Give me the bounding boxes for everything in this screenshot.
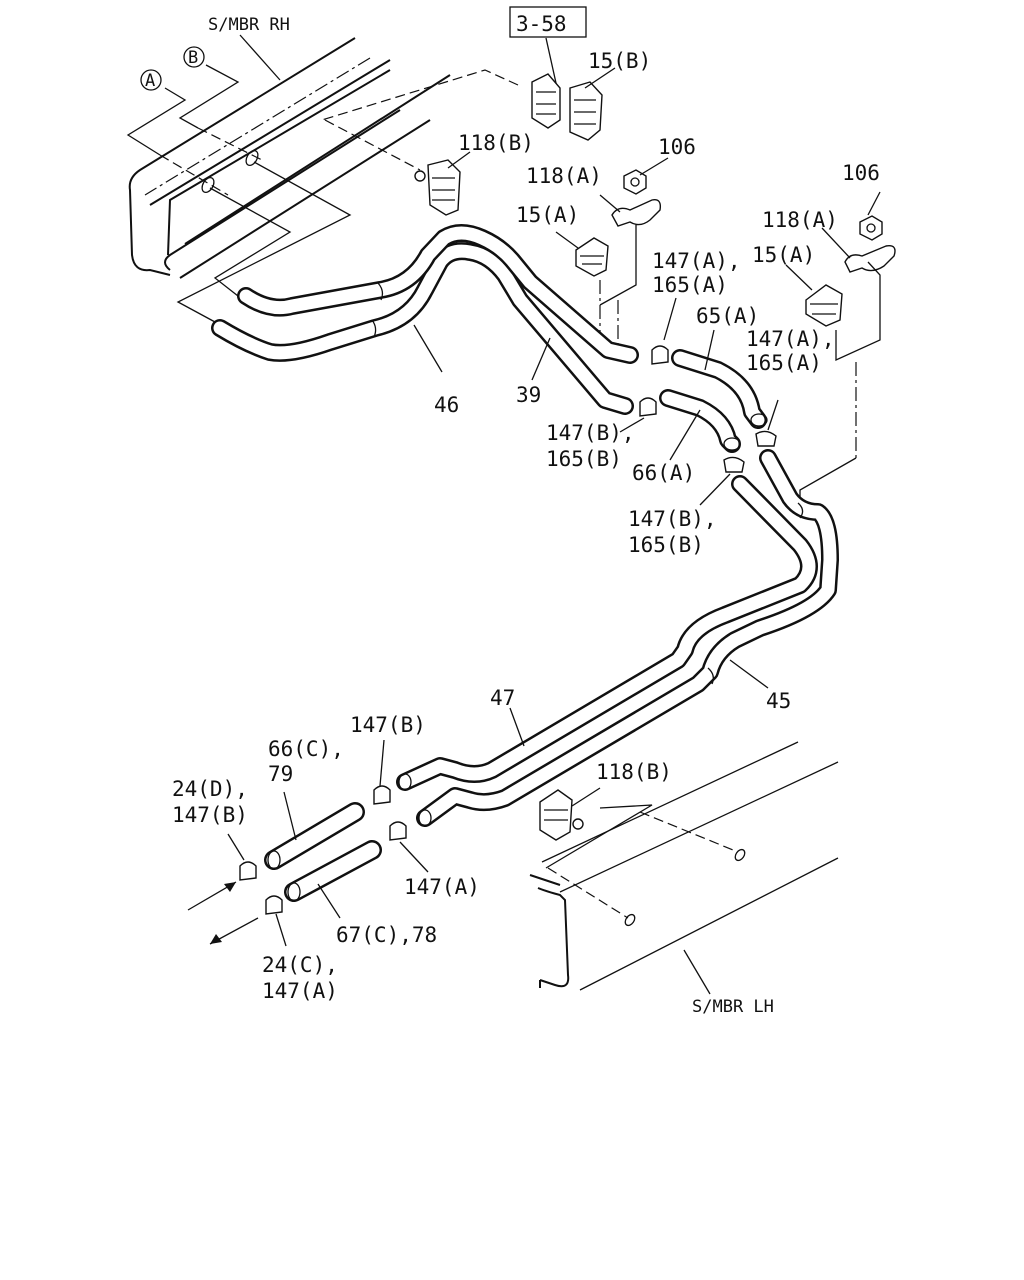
hose-65a	[671, 329, 768, 429]
hose-67c-78	[284, 840, 382, 919]
label-118b-top: 118(B)	[458, 131, 534, 155]
hose-46	[211, 242, 634, 415]
label-47: 47	[490, 686, 515, 710]
hose-45	[416, 449, 839, 827]
label-45: 45	[766, 689, 791, 713]
label-118b-lower: 118(B)	[596, 760, 672, 784]
ref-b-letter: B	[188, 48, 198, 68]
flow-arrow-out-icon	[209, 917, 259, 945]
page-ref-text: 3-58	[516, 12, 567, 36]
label-66c-79-line1: 66(C),	[268, 737, 344, 761]
label-147a-lower: 147(A)	[404, 875, 480, 899]
hose-66a	[659, 389, 741, 461]
nut-106-left	[623, 157, 669, 195]
clamp-147a-top	[651, 297, 677, 365]
clip-15a-left	[555, 231, 609, 277]
label-147b-165b-left-line2: 165(B)	[546, 447, 622, 471]
label-118a-left: 118(A)	[526, 164, 602, 188]
page-ref-box: 3-58	[509, 6, 587, 93]
label-24d-147b-line1: 24(D),	[172, 777, 248, 801]
side-member-lh	[529, 741, 839, 995]
label-65a: 65(A)	[696, 304, 759, 328]
label-24c-147a-line1: 24(C),	[262, 953, 338, 977]
side-member-rh	[128, 34, 451, 279]
ref-callout-b: B	[178, 46, 263, 161]
clamp-147a-lower	[389, 821, 429, 873]
label-15a-left: 15(A)	[516, 203, 579, 227]
clip-118b-top	[414, 151, 471, 216]
hose-39	[237, 224, 639, 381]
label-24c-147a-line2: 147(A)	[262, 979, 338, 1003]
label-66a: 66(A)	[632, 461, 695, 485]
rh-member-label: S/MBR RH	[208, 15, 290, 35]
clamp-24c-147a	[265, 895, 287, 947]
nut-106-right	[859, 191, 883, 241]
label-147b-165b-right-line1: 147(B),	[628, 507, 717, 531]
label-147a-165a-top-line1: 147(A),	[652, 249, 741, 273]
clamp-24d-147b	[227, 833, 257, 881]
clip-118b-lower	[539, 787, 601, 841]
hose-66c-79	[264, 791, 365, 870]
label-46: 46	[434, 393, 459, 417]
ref-a-letter: A	[145, 71, 155, 91]
label-67c-78: 67(C),78	[336, 923, 437, 947]
clip-assembly-top	[531, 67, 616, 141]
label-24d-147b-line2: 147(B)	[172, 803, 248, 827]
clip-118a-left	[599, 194, 662, 227]
hose-47	[396, 475, 818, 791]
label-147b-165b-right-line2: 165(B)	[628, 533, 704, 557]
label-147b-165b-left-line1: 147(B),	[546, 421, 635, 445]
lh-member-label: S/MBR LH	[692, 997, 774, 1017]
ref-callout-a: A	[126, 69, 229, 196]
clamp-147b-lower	[373, 739, 391, 805]
clip-118a-right	[821, 227, 896, 273]
label-39: 39	[516, 383, 541, 407]
label-147b-lower: 147(B)	[350, 713, 426, 737]
label-15a-right: 15(A)	[752, 243, 815, 267]
label-66c-79-line2: 79	[268, 762, 293, 786]
label-118a-right: 118(A)	[762, 208, 838, 232]
clip-15a-right	[785, 264, 843, 327]
flow-arrow-in-icon	[187, 881, 237, 911]
clamp-147a-mid	[755, 399, 779, 447]
label-147a-165a-top-line2: 165(A)	[652, 273, 728, 297]
clamp-147b-left	[619, 397, 657, 433]
clamp-147b-right	[699, 456, 745, 506]
label-147a-165a-mid-line2: 165(A)	[746, 351, 822, 375]
label-147a-165a-mid-line1: 147(A),	[746, 327, 835, 351]
label-15b: 15(B)	[588, 49, 651, 73]
label-106-left: 106	[658, 135, 696, 159]
label-106-right: 106	[842, 161, 880, 185]
